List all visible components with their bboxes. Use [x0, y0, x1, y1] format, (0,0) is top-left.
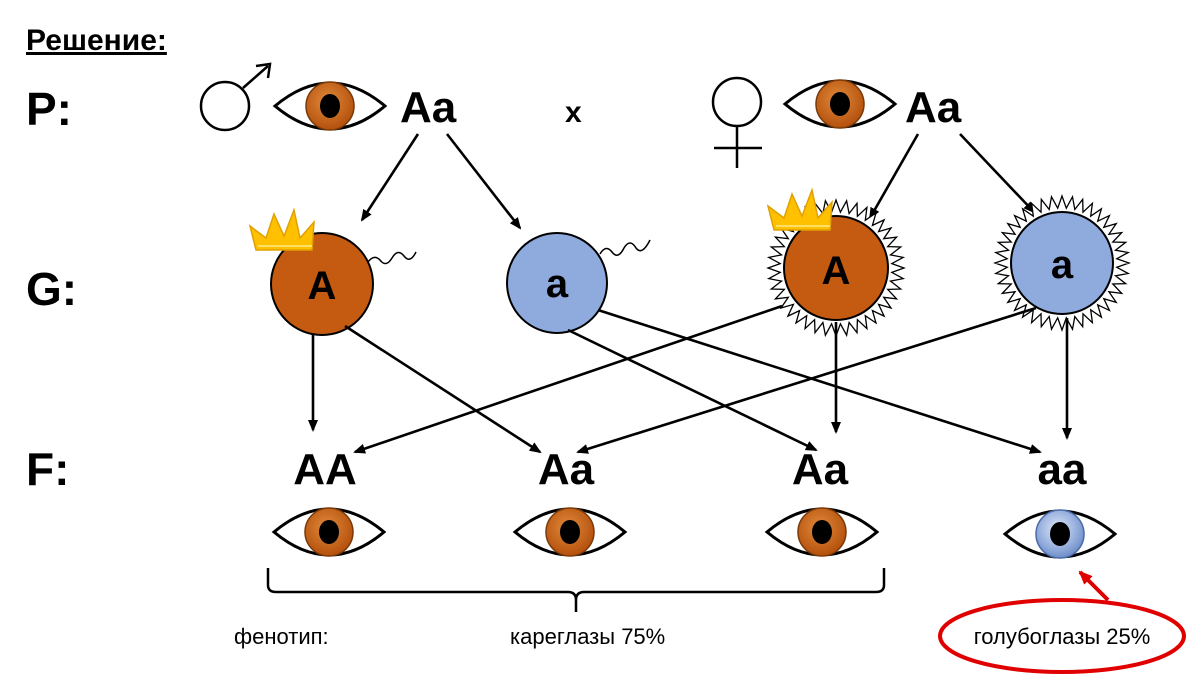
arrow-a-to-Aa-2: [567, 328, 818, 452]
male-brown-eye-icon: [273, 80, 387, 132]
gamete-egg-a: a: [993, 194, 1131, 332]
female-genotype: Aa: [905, 83, 962, 132]
offspring-genotype-1: AA: [293, 445, 357, 494]
offspring-brown-eye-icon: [765, 506, 879, 558]
gamete-allele: A: [822, 249, 851, 293]
phenotype-blue: голубоглазы 25%: [974, 624, 1151, 649]
row-label-offspring: F:: [26, 443, 69, 495]
offspring-blue-eye-icon: [1003, 508, 1117, 560]
row-label-parents: P:: [26, 83, 72, 135]
male-genotype: Aa: [400, 83, 457, 132]
gamete-sperm-a: a: [506, 232, 651, 334]
brace-brown-group: [266, 568, 886, 612]
gamete-allele: a: [1051, 243, 1074, 287]
crown-icon: [249, 209, 315, 251]
phenotype-label: фенотип:: [234, 624, 329, 649]
gamete-allele: A: [308, 264, 337, 308]
offspring-brown-eye-icon: [272, 506, 386, 558]
highlight-arrow: [1078, 570, 1110, 602]
solution-heading: Решение:: [26, 24, 167, 57]
arrow-female-to-gamete-A: [868, 133, 920, 220]
gamete-sperm-A: A: [249, 209, 417, 336]
blue-result-highlight: [938, 598, 1186, 674]
offspring-brown-eye-icon: [513, 506, 627, 558]
crown-icon: [767, 189, 833, 231]
arrow-female-to-gamete-a: [959, 133, 1036, 214]
arrow-male-to-gamete-A: [360, 133, 420, 222]
phenotype-brown: кареглазы 75%: [510, 624, 665, 649]
cross-sign: x: [565, 96, 582, 129]
arrow-a-to-aa: [597, 308, 1042, 454]
offspring-genotype-3: Aa: [792, 445, 849, 494]
offspring-genotype-2: Aa: [538, 445, 595, 494]
arrow-egg-A-to-AA: [353, 304, 783, 454]
gamete-egg-A: A: [766, 189, 906, 338]
female-brown-eye-icon: [783, 78, 897, 130]
arrow-male-to-gamete-a: [445, 133, 522, 230]
female-symbol-icon: [711, 76, 763, 168]
arrow-egg-a-to-Aa-1: [576, 306, 1037, 454]
arrow-A-to-Aa-1: [344, 324, 542, 454]
male-symbol-icon: [199, 62, 272, 132]
row-label-gametes: G:: [26, 263, 77, 315]
gamete-allele: a: [546, 262, 569, 306]
offspring-genotype-4: aa: [1038, 445, 1087, 494]
